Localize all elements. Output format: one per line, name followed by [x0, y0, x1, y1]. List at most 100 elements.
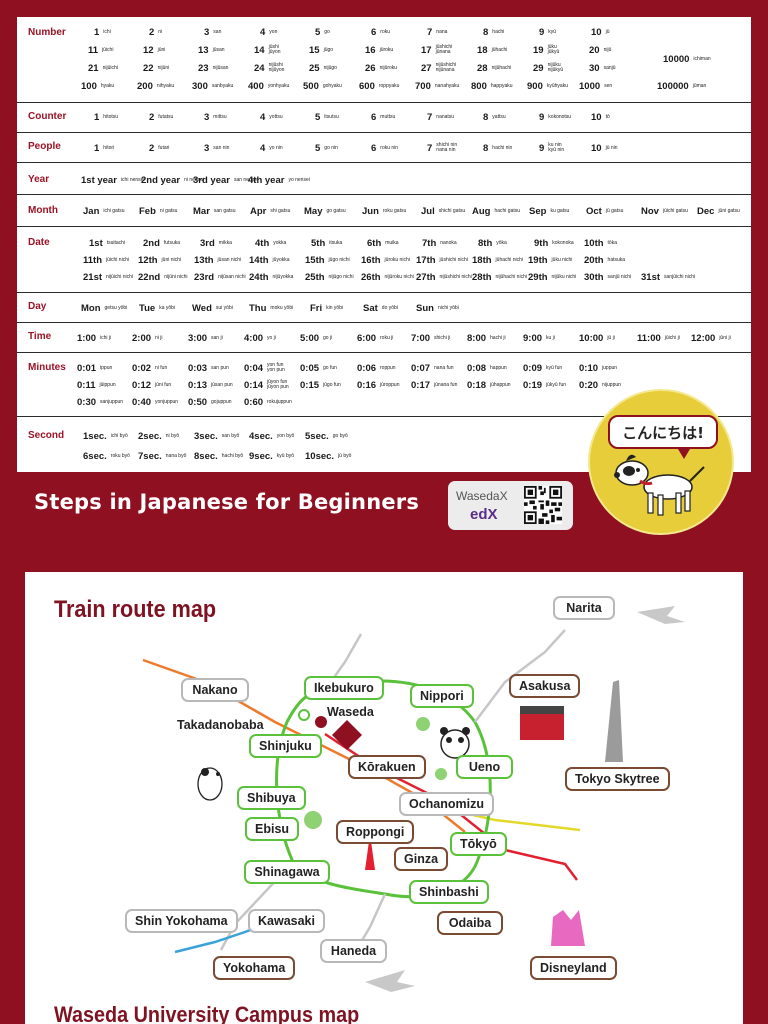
- cell-reading: jū ji: [607, 334, 615, 341]
- station-shinbashi[interactable]: Shinbashi: [409, 880, 489, 904]
- row-label-day: Day: [28, 301, 47, 312]
- station-takadanobaba[interactable]: Takadanobaba: [177, 718, 264, 732]
- cell-value: 1st: [89, 237, 103, 249]
- station-nakano[interactable]: Nakano: [181, 678, 249, 702]
- cell-value: 19th: [528, 254, 548, 266]
- wasedax-logo: WasedaX: [456, 489, 508, 503]
- cell-value: 0:06: [357, 362, 377, 374]
- cell-reading: ni ji: [155, 334, 163, 341]
- panda-icon: [440, 729, 470, 759]
- station-ochanomizu[interactable]: Ochanomizu: [399, 792, 495, 816]
- row-label-year: Year: [28, 174, 50, 185]
- station-yokohama[interactable]: Yokohama: [213, 956, 296, 980]
- wasedax-edx-badge[interactable]: WasedaX edX: [448, 481, 573, 530]
- station-ikebukuro[interactable]: Ikebukuro: [304, 676, 384, 700]
- cell-reading: muttsu: [380, 113, 396, 120]
- station-narita[interactable]: Narita: [553, 596, 615, 620]
- station-ebisu[interactable]: Ebisu: [245, 817, 300, 841]
- cell-reading: go byō: [332, 432, 348, 439]
- cell-reading: nijūroku: [379, 64, 398, 71]
- station-shinjuku[interactable]: Shinjuku: [249, 734, 322, 758]
- cell-reading: kyū byō: [276, 452, 295, 459]
- station-waseda[interactable]: Waseda: [327, 705, 374, 719]
- table-cell: 9sec.kyū byō: [249, 450, 294, 462]
- station-ginza[interactable]: Ginza: [394, 847, 449, 871]
- cell-value: 2nd year: [141, 174, 181, 186]
- station-t-ky-[interactable]: Tōkyō: [450, 832, 507, 856]
- cell-value: 1: [94, 111, 100, 123]
- row-label-counter: Counter: [28, 111, 67, 122]
- cell-value: 15th: [305, 254, 325, 266]
- station-shibuya[interactable]: Shibuya: [237, 786, 306, 810]
- station-roppongi[interactable]: Roppongi: [336, 820, 415, 844]
- cell-reading: jūyon fun jūyon pun: [267, 379, 289, 390]
- station-shinagawa[interactable]: Shinagawa: [244, 860, 330, 884]
- cell-value: Mar: [193, 205, 210, 217]
- cell-value: 10000: [663, 53, 690, 65]
- qr-code-icon[interactable]: [524, 486, 562, 524]
- cell-reading: san: [213, 28, 222, 35]
- cell-value: 6th: [367, 237, 382, 249]
- cell-reading: nijūsan: [212, 64, 229, 71]
- cell-value: 100000: [657, 80, 689, 92]
- station-kawasaki[interactable]: Kawasaki: [248, 909, 325, 933]
- station-tokyo-skytree[interactable]: Tokyo Skytree: [565, 767, 670, 791]
- table-cell: 2sec.ni byō: [138, 430, 179, 442]
- station-odaiba[interactable]: Odaiba: [437, 911, 503, 935]
- cell-reading: nijūgo nichi: [328, 273, 354, 280]
- cell-value: 21: [88, 62, 99, 74]
- cell-reading: yonjuppun: [155, 398, 179, 405]
- cell-value: 10:00: [579, 332, 604, 344]
- asakusa-gate-icon: [520, 712, 564, 740]
- cell-reading: ippun: [100, 364, 113, 371]
- cell-value: 4: [260, 142, 266, 154]
- station-nippori[interactable]: Nippori: [410, 684, 474, 708]
- station-k-rakuen[interactable]: Kōrakuen: [348, 755, 426, 779]
- cell-value: 10: [591, 142, 602, 154]
- cell-value: 6: [371, 111, 377, 123]
- cell-value: 0:11: [77, 379, 96, 391]
- cell-reading: roku ji: [380, 334, 394, 341]
- cell-value: 0:40: [132, 396, 152, 408]
- cell-value: 9: [539, 26, 545, 38]
- station-shin-yokohama[interactable]: Shin Yokohama: [125, 909, 238, 933]
- row-label-time: Time: [28, 331, 52, 342]
- cell-reading: nana byō: [165, 452, 187, 459]
- cell-reading: ichi gatsu: [103, 207, 125, 214]
- station-ueno[interactable]: Ueno: [456, 755, 513, 779]
- cell-value: 0:13: [188, 379, 208, 391]
- station-haneda[interactable]: Haneda: [320, 939, 387, 963]
- row-label-date: Date: [28, 237, 50, 248]
- cell-reading: jū gatsu: [605, 207, 624, 214]
- cell-value: 8sec.: [194, 450, 218, 462]
- cell-value: 1: [94, 26, 100, 38]
- cell-reading: futari: [158, 144, 170, 151]
- cell-value: 22nd: [138, 271, 161, 283]
- cell-value: 5: [315, 142, 321, 154]
- cell-value: 10sec.: [305, 450, 335, 462]
- station-disneyland[interactable]: Disneyland: [530, 956, 617, 980]
- cell-value: 0:16: [357, 379, 377, 391]
- cell-reading: ichi ji: [100, 334, 112, 341]
- cell-reading: san gatsu: [213, 207, 236, 214]
- station-asakusa[interactable]: Asakusa: [509, 674, 581, 698]
- cell-reading: yōka: [496, 239, 507, 246]
- cell-reading: sanjū nichi: [607, 273, 632, 280]
- cell-value: 5: [315, 26, 321, 38]
- cell-value: 11th: [83, 254, 103, 266]
- cell-value: 16: [365, 44, 376, 56]
